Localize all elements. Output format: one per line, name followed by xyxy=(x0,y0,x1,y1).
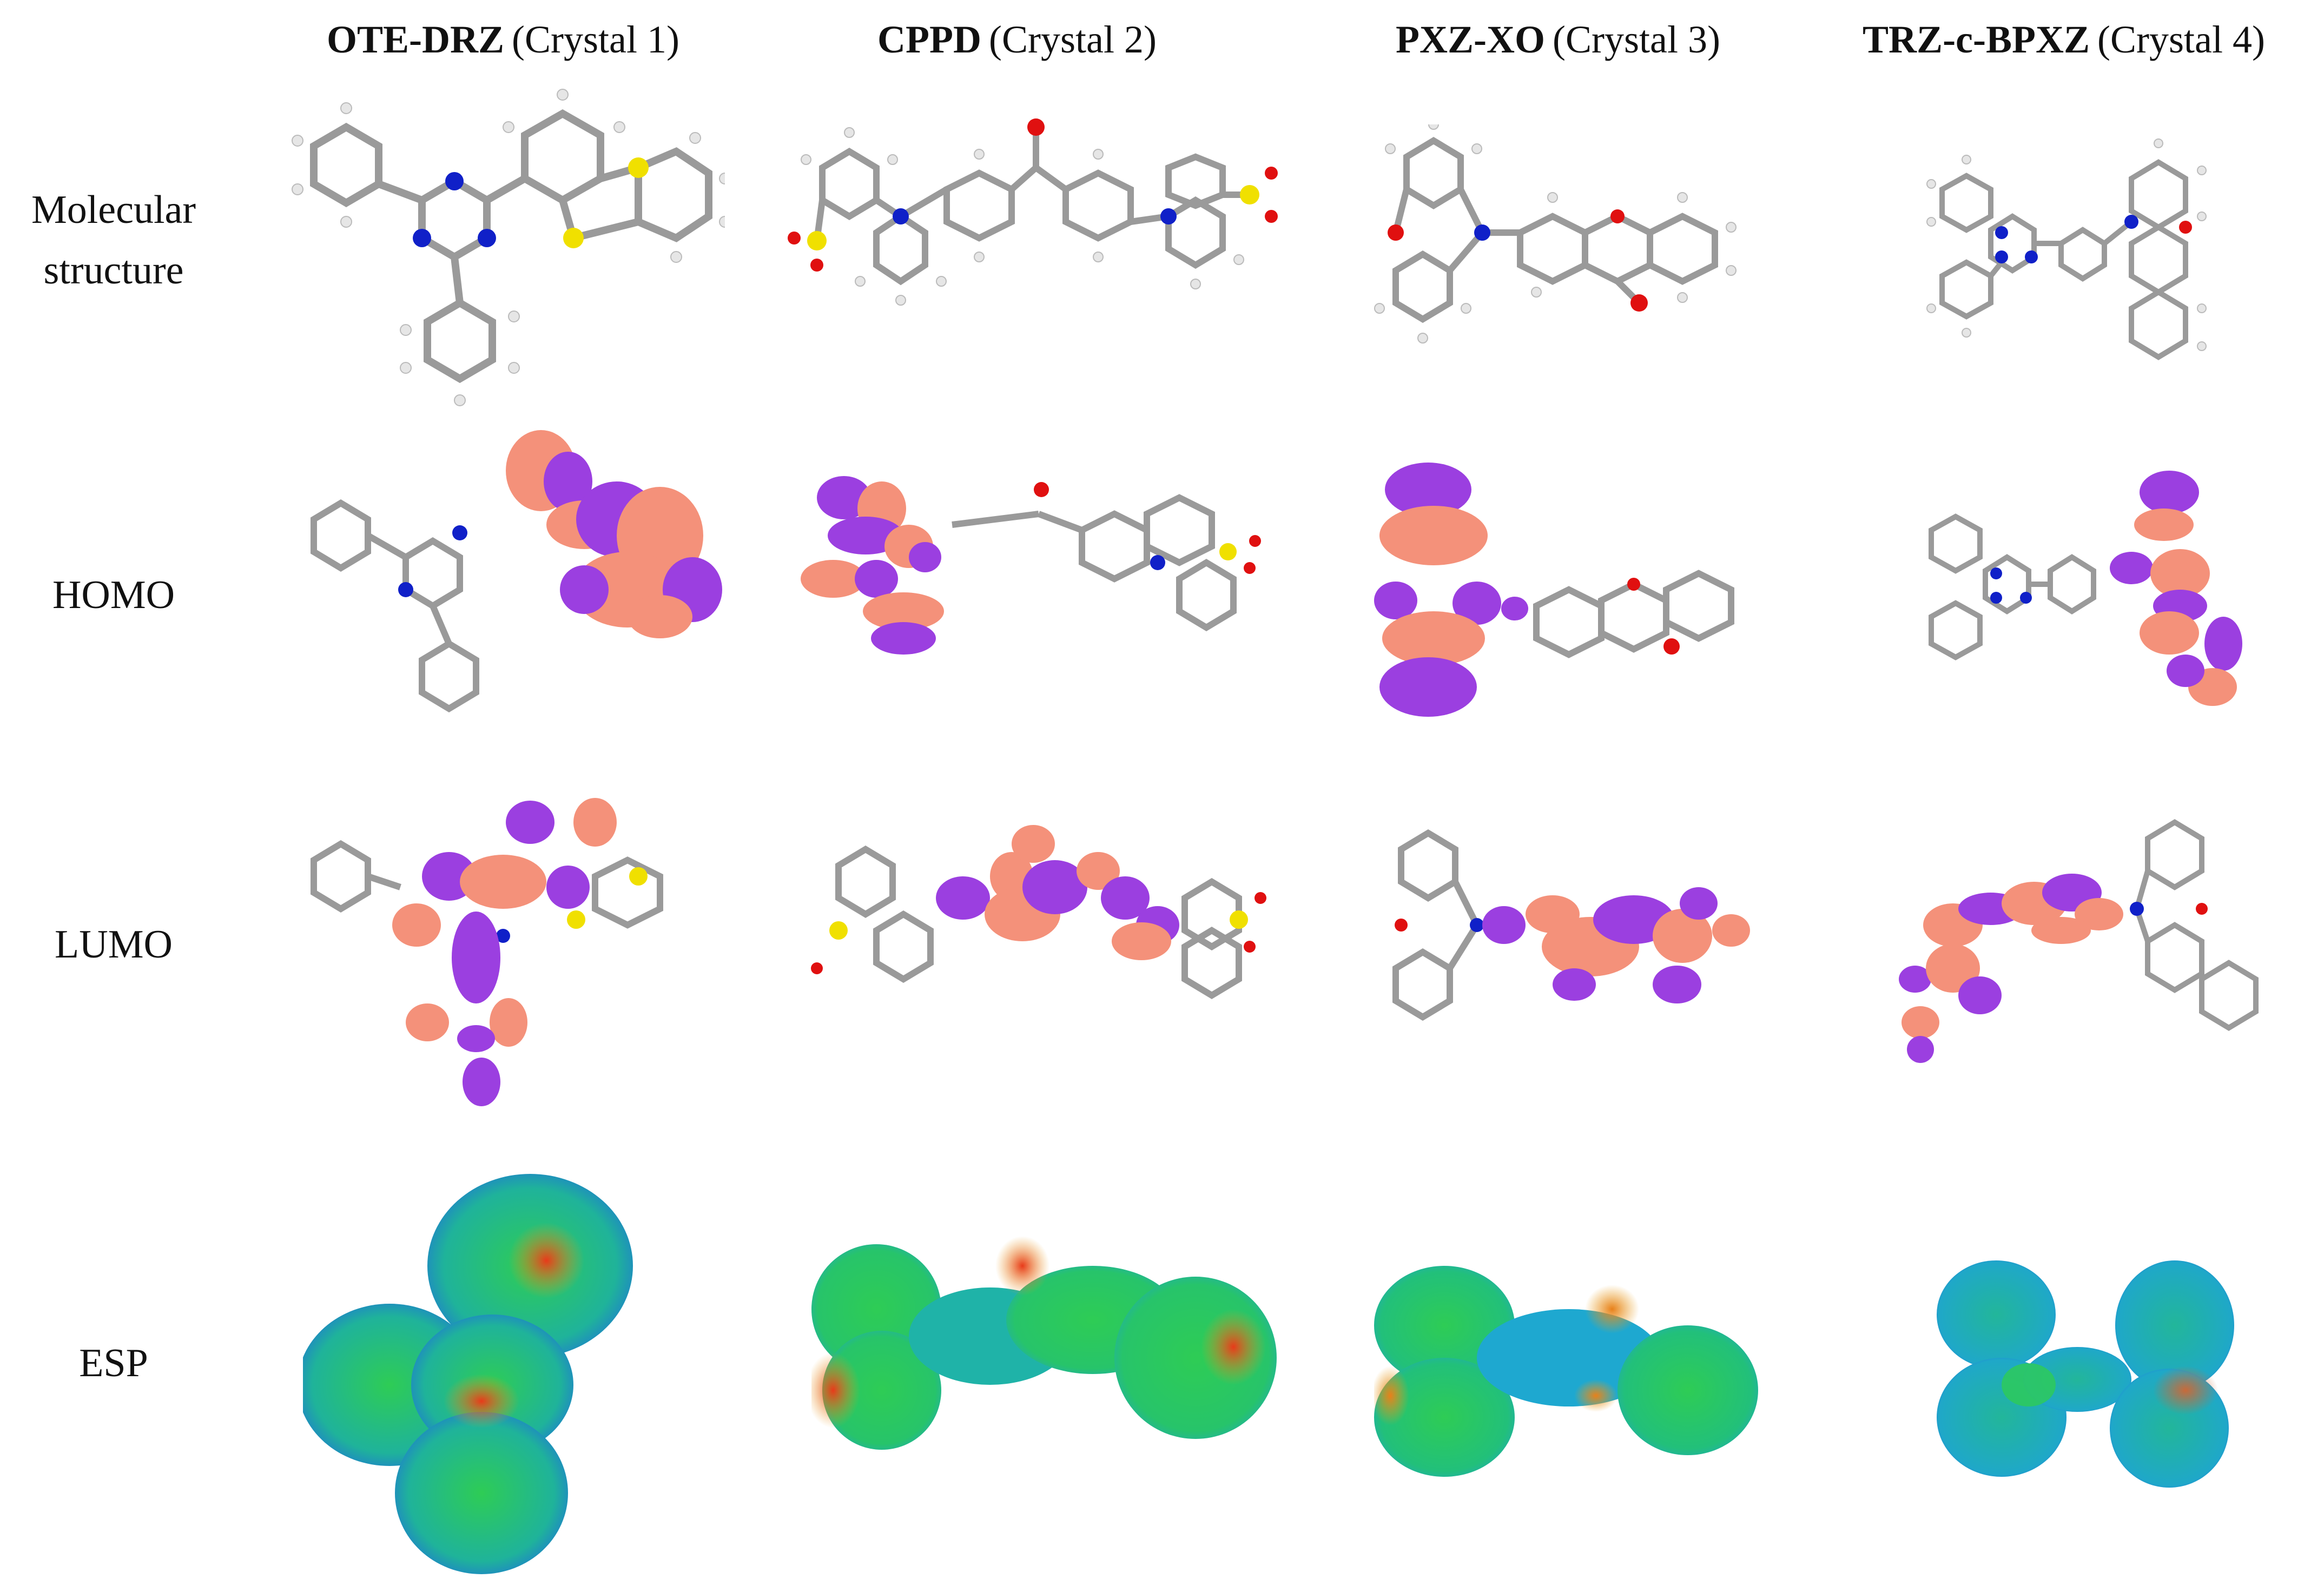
row-label-esp: ESP xyxy=(79,1341,148,1385)
row-label-homo: HOMO xyxy=(52,573,175,617)
crystal-label: (Crystal 4) xyxy=(2097,17,2265,61)
lumo-crystal-2 xyxy=(806,822,1282,1055)
molecule-drawing xyxy=(292,89,725,406)
orbital-drawing xyxy=(1374,463,1734,717)
orbital-drawing xyxy=(1929,471,2242,706)
row-label-line: Molecular xyxy=(31,188,196,232)
compound-name: OTE-DRZ xyxy=(327,17,505,61)
molecule-drawing xyxy=(788,118,1278,306)
homo-crystal-4 xyxy=(1910,471,2261,719)
row-label-lumo: LUMO xyxy=(55,922,173,967)
crystal-label: (Crystal 2) xyxy=(989,17,1157,61)
orbital-drawing xyxy=(311,798,663,1106)
column-header-1: OTE-DRZ (Crystal 1) xyxy=(249,10,757,69)
esp-crystal-2 xyxy=(806,1228,1277,1455)
row-label-line: structure xyxy=(43,248,184,293)
column-header-3: PXZ-XO (Crystal 3) xyxy=(1320,10,1796,69)
esp-crystal-1 xyxy=(298,1168,682,1580)
orbital-drawing xyxy=(311,430,722,712)
column-header-4: TRZ-c-BPXZ (Crystal 4) xyxy=(1807,10,2321,69)
homo-crystal-2 xyxy=(801,454,1288,703)
orbital-drawing xyxy=(801,476,1261,655)
compound-name: PXZ-XO xyxy=(1396,17,1546,61)
molecule-drawing xyxy=(1926,138,2207,360)
compound-name: CPPD xyxy=(877,17,981,61)
orbital-drawing xyxy=(1899,819,2259,1063)
esp-surface xyxy=(806,1236,1277,1450)
orbital-drawing xyxy=(1392,829,1750,1021)
esp-surface xyxy=(1371,1266,1758,1477)
esp-surface xyxy=(298,1174,633,1574)
esp-crystal-4 xyxy=(1937,1255,2240,1493)
homo-crystal-3 xyxy=(1369,460,1769,736)
molecule-drawing xyxy=(1374,124,1737,344)
column-header-2: CPPD (Crystal 2) xyxy=(790,10,1244,69)
row-label-structure: Molecular structure xyxy=(0,180,227,301)
structure-crystal-1 xyxy=(281,76,725,411)
esp-crystal-3 xyxy=(1371,1266,1764,1482)
structure-crystal-3 xyxy=(1374,124,1764,379)
structure-crystal-4 xyxy=(1926,130,2240,362)
lumo-crystal-4 xyxy=(1899,817,2277,1071)
structure-crystal-2 xyxy=(784,108,1288,346)
homo-crystal-1 xyxy=(281,411,747,747)
compound-name: TRZ-c-BPXZ xyxy=(1863,17,2090,61)
lumo-crystal-3 xyxy=(1374,828,1764,1060)
orbital-drawing xyxy=(811,825,1266,999)
esp-surface xyxy=(1937,1260,2234,1488)
crystal-label: (Crystal 1) xyxy=(512,17,679,61)
lumo-crystal-1 xyxy=(303,779,692,1114)
crystal-label: (Crystal 3) xyxy=(1553,17,1720,61)
